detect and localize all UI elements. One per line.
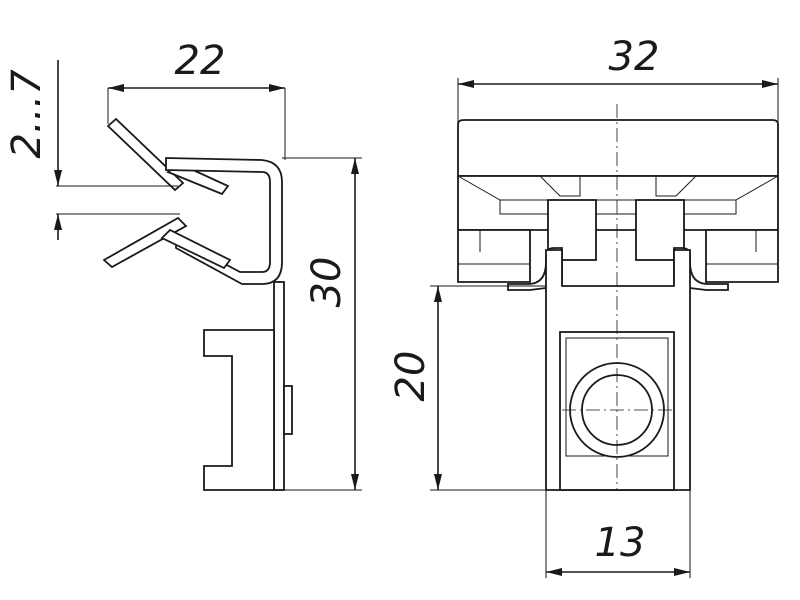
dim-label-front-width: 32 [609,34,660,80]
front-view [457,104,779,491]
side-lower-tab [160,228,232,270]
side-lower-jaw [102,216,188,269]
front-slot-left [547,199,597,261]
front-top-cap [457,119,779,177]
side-nut-block [203,329,275,491]
dim-label-side-width: 22 [175,38,226,84]
front-flange [457,175,779,231]
front-left-skirt [457,229,531,283]
side-dimensions: 22 2...7 30 [4,38,362,491]
dim-label-side-height: 30 [304,257,350,308]
side-plate-nub [283,385,293,435]
side-vertical-plate [273,281,285,491]
front-right-skirt [705,229,779,283]
front-dimensions: 32 20 13 [388,34,779,578]
dim-label-front-height: 20 [388,351,434,402]
dim-label-side-gap: 2...7 [4,69,50,159]
dim-label-front-bottom: 13 [595,520,646,566]
side-upper-jaw [106,117,185,192]
side-view [102,117,293,491]
